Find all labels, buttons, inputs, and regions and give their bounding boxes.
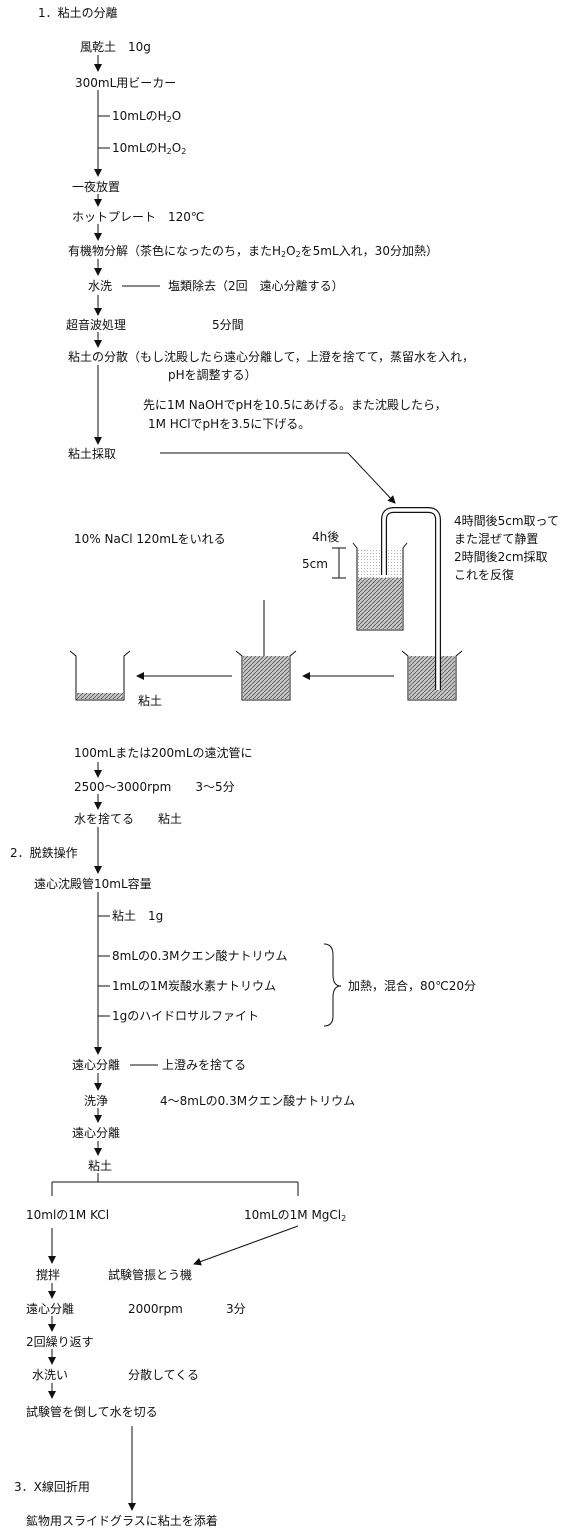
beaker-settling [352, 542, 408, 631]
disperses-label: 分散してくる [128, 1368, 200, 1382]
section-title-3: 3．X線回折用 [14, 1480, 90, 1494]
time-3min-label: 3分 [226, 1302, 246, 1316]
centrifuge-tube-10ml: 遠心沈殿管10mL容量 [34, 877, 152, 891]
centrifuge-label-3: 遠心分離 [26, 1302, 75, 1316]
add-peroxide-label: 10mLのH2O2 [112, 141, 187, 156]
centrifuge-tube-label: 100mLまたは200mLの遠沈管に [74, 746, 253, 760]
water-wash-label: 水洗い [32, 1368, 69, 1382]
ultrasonic-label: 超音波処理 [66, 318, 127, 332]
siphon-note-3: 2時間後2cm採取 [454, 550, 548, 564]
siphon-note-4: これを反復 [454, 568, 515, 582]
section-title-2: 2．脱鉄操作 [10, 846, 78, 860]
collect-arrow [160, 452, 396, 504]
desalt-label: 塩類除去（2回 遠心分離する） [168, 279, 344, 293]
after-4h-label: 4h後 [312, 530, 340, 544]
kcl-label: 10mlの1M KCl [26, 1208, 110, 1222]
flow-arrow [193, 1225, 299, 1266]
shaker-label: 試験管振とう機 [108, 1268, 193, 1282]
discard-supernatant-label: 上澄みを捨てる [162, 1058, 247, 1072]
clay-label-2: 粘土 [88, 1159, 113, 1173]
upper-layer [358, 548, 402, 578]
drain-label: 試験管を倒して水を切る [26, 1405, 158, 1419]
beaker-right [401, 650, 463, 701]
wash-label-2: 洗浄 [84, 1094, 109, 1108]
clay-label: 粘土 [138, 694, 163, 708]
depth-5cm-label: 5cm [302, 557, 328, 571]
repeat-label: 2回繰り返す [26, 1335, 94, 1349]
nacl-label: 10% NaCl 120mLをいれる [74, 532, 226, 546]
overnight-label: 一夜放置 [72, 180, 121, 194]
hydrosulfite-label: 1gのハイドロサルファイト [112, 1009, 260, 1023]
slide-mount-label: 鉱物用スライドグラスに粘土を添着 [26, 1514, 218, 1528]
clay-1g-label: 粘土 1g [112, 909, 164, 923]
centrifuge-label-2: 遠心分離 [72, 1126, 121, 1140]
brace [323, 943, 342, 1027]
hcl-note: 1M HClでpHを3.5に下げる。 [148, 417, 311, 431]
dispersion-label-2: pHを調整する） [168, 368, 257, 382]
discard-water-label: 水を捨てる 粘土 [74, 812, 183, 826]
section-title-1: 1．粘土の分離 [38, 6, 118, 20]
add-water-label: 10mLのH2O [112, 109, 182, 124]
suspension-right [409, 656, 455, 699]
settled-layer [358, 578, 402, 629]
suspension-middle [243, 656, 289, 699]
dispersion-label: 粘土の分散（もし沈殿したら遠心分離して，上澄を捨てて，蒸留水を入れ， [68, 350, 474, 364]
rpm-label: 2500〜3000rpm 3〜5分 [74, 780, 235, 794]
collect-label: 粘土採取 [68, 447, 117, 461]
sample-label: 風乾土 10g [80, 40, 151, 54]
wash-label: 水洗 [88, 279, 113, 293]
stir-label: 撹拌 [36, 1268, 61, 1282]
ultrasonic-time: 5分間 [212, 318, 244, 332]
bicarbonate-label: 1mLの1M炭酸水素ナトリウム [112, 979, 276, 993]
rpm-2000-label: 2000rpm [128, 1302, 183, 1316]
organic-decomposition-label: 有機物分解（茶色になったのち，またH2O2を5mL入れ，30分加熱） [68, 244, 438, 259]
heat-label: 加熱，混合，80℃20分 [348, 979, 477, 993]
wash-detail: 4〜8mLの0.3Mクエン酸ナトリウム [160, 1094, 356, 1108]
citrate-label: 8mLの0.3Mクエン酸ナトリウム [112, 949, 288, 963]
naoh-note: 先に1M NaOHでpHを10.5にあげる。また沈殿したら， [143, 398, 447, 412]
mgcl2-label: 10mLの1M MgCl2 [244, 1208, 347, 1223]
beaker-label: 300mL用ビーカー [75, 76, 177, 90]
siphon-note-1: 4時間後5cm取って [454, 514, 559, 528]
clay-layer-left [77, 693, 123, 699]
hotplate-label: ホットプレート 120℃ [72, 210, 205, 224]
siphon-tube-inner [382, 508, 440, 690]
centrifuge-label: 遠心分離 [72, 1058, 121, 1072]
siphon-note-2: また混ぜて静置 [454, 532, 539, 546]
beaker-left [69, 650, 131, 701]
beaker-middle [235, 650, 297, 701]
